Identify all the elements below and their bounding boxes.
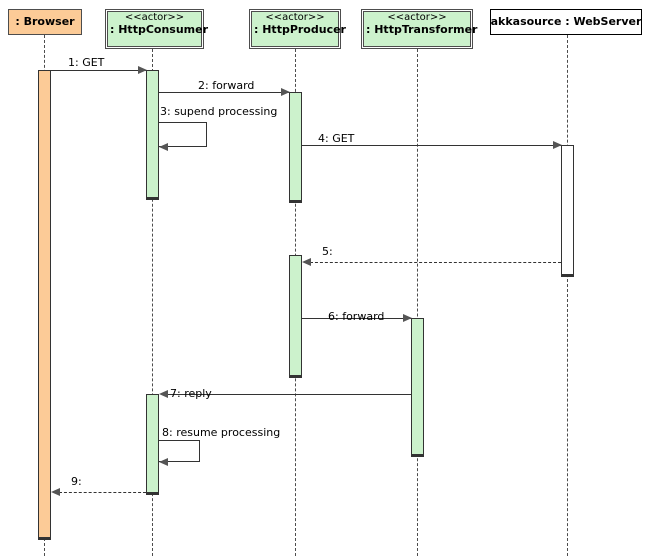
message-7-arrowhead xyxy=(159,390,168,398)
message-4-label: 4: GET xyxy=(318,132,355,145)
participant-httptransformer-stereotype: <<actor>> xyxy=(387,12,447,23)
message-2-label: 2: forward xyxy=(198,79,255,92)
message-6-arrowhead xyxy=(403,314,412,322)
message-1-label: 1: GET xyxy=(68,56,105,69)
message-9-label: 9: xyxy=(71,475,82,488)
activation-browser xyxy=(38,70,51,540)
message-1-line xyxy=(44,70,146,71)
participant-browser-label: : Browser xyxy=(15,14,75,28)
participant-httptransformer[interactable]: <<actor>> : HttpTransformer xyxy=(361,9,478,49)
message-7-label: 7: reply xyxy=(170,387,212,400)
message-7-line xyxy=(167,394,411,395)
participant-httpconsumer-label: : HttpConsumer xyxy=(110,22,209,36)
message-4-line xyxy=(302,145,561,146)
message-8-arrowhead xyxy=(159,458,168,466)
participant-webserver-label: akkasource : WebServer xyxy=(490,14,642,28)
message-9-arrowhead xyxy=(51,488,60,496)
message-6-label: 6: forward xyxy=(328,310,385,323)
message-1-arrowhead xyxy=(138,66,147,74)
message-3-arrowhead xyxy=(159,143,168,151)
participant-httpconsumer-stereotype: <<actor>> xyxy=(124,12,185,23)
participant-httptransformer-label: : HttpTransformer xyxy=(366,22,478,36)
message-2-arrowhead xyxy=(281,88,290,96)
lifeline-httpconsumer xyxy=(152,49,153,556)
message-9-line xyxy=(59,492,146,493)
lifeline-httptransformer xyxy=(417,49,418,556)
participant-httpproducer-stereotype: <<actor>> xyxy=(265,12,325,23)
message-4-arrowhead xyxy=(553,141,562,149)
message-5-arrowhead xyxy=(302,258,311,266)
participant-browser[interactable]: : Browser xyxy=(8,9,82,35)
message-2-line xyxy=(159,92,289,93)
participant-httpconsumer[interactable]: <<actor>> : HttpConsumer xyxy=(105,9,209,49)
message-8-label: 8: resume processing xyxy=(162,426,281,439)
message-5-label: 5: xyxy=(322,245,333,258)
participant-httpproducer-label: : HttpProducer xyxy=(254,22,346,36)
message-6-line xyxy=(302,318,411,319)
activation-webserver xyxy=(561,145,574,277)
message-5-line xyxy=(310,262,561,263)
activation-httpconsumer-1 xyxy=(146,70,159,200)
activation-httptransformer xyxy=(411,318,424,457)
activation-httpproducer-2 xyxy=(289,255,302,378)
activation-httpconsumer-2 xyxy=(146,394,159,495)
message-3-selfloop xyxy=(159,122,207,147)
participant-httpproducer[interactable]: <<actor>> : HttpProducer xyxy=(249,9,346,49)
participant-webserver[interactable]: akkasource : WebServer xyxy=(490,9,642,35)
message-3-label: 3: supend processing xyxy=(160,105,278,118)
lifeline-webserver xyxy=(567,35,568,556)
message-8-selfloop xyxy=(159,440,200,462)
activation-httpproducer-1 xyxy=(289,92,302,203)
